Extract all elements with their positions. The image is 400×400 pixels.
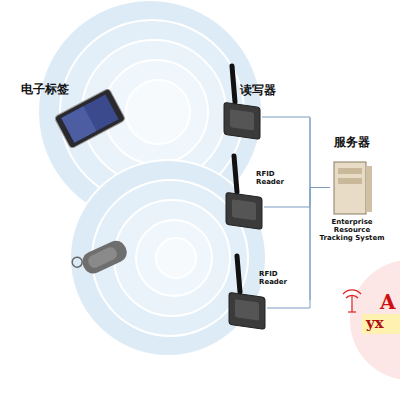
node-label: RFID Reader — [259, 270, 289, 286]
logo-text: yx — [366, 314, 384, 332]
node-caption: Enterprise Resource Tracking System — [316, 218, 388, 242]
reader-shape — [222, 98, 262, 136]
reader-shape — [227, 288, 267, 328]
logo — [343, 260, 400, 380]
node-label: RFID Reader — [256, 170, 286, 186]
phone-shape — [55, 95, 123, 143]
node-label: 电子标签 — [21, 83, 81, 97]
radio-waves — [38, 0, 266, 356]
server-node: 服务器Enterprise Resource Tracking System — [330, 160, 370, 215]
reader-node: 读写器 — [222, 98, 262, 136]
node-label: 读写器 — [240, 84, 290, 98]
key-fob-tag — [71, 236, 131, 280]
reader-node: RFID Reader — [224, 188, 264, 226]
node-label: 服务器 — [334, 136, 384, 150]
network-wire — [267, 188, 330, 309]
reader-shape — [224, 188, 264, 226]
phone-node: 电子标签 — [55, 95, 123, 143]
logo-text: A — [380, 290, 396, 314]
network-wire — [264, 188, 330, 208]
reader-node: RFID Reader — [227, 288, 267, 328]
server-shape — [330, 160, 370, 215]
